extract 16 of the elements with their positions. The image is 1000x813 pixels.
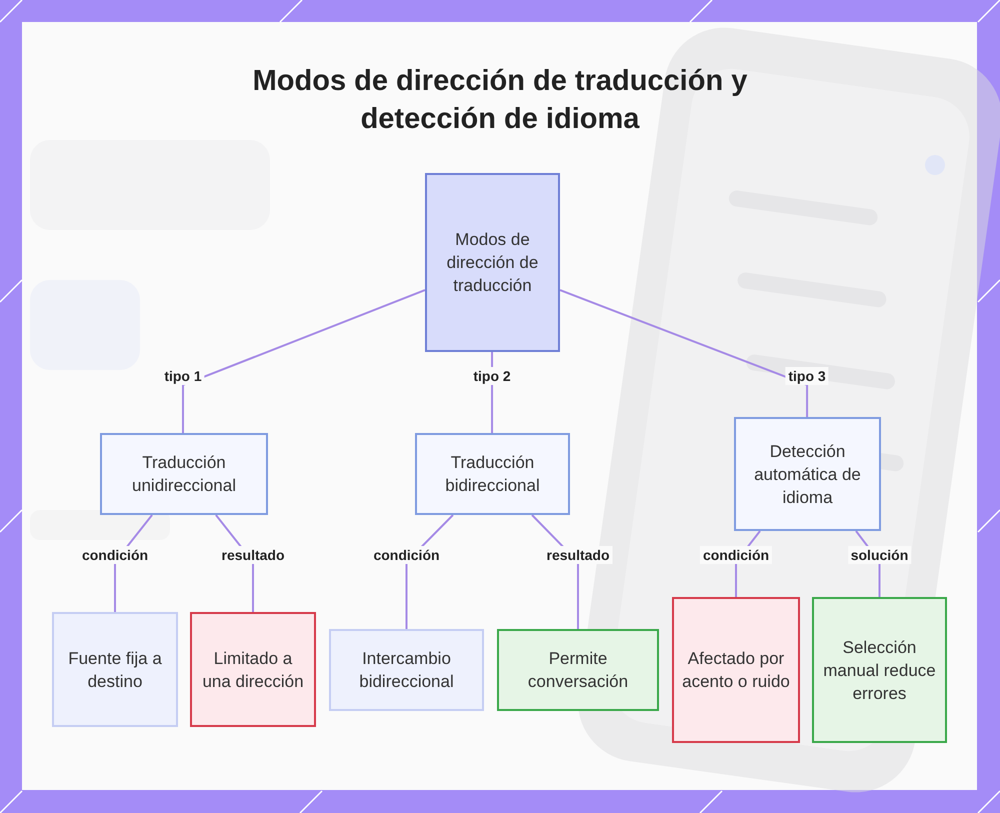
benefit-box: Selección manual reduce errores — [812, 597, 947, 743]
category-box: Traducción unidireccional — [100, 433, 268, 515]
connector-line — [182, 289, 426, 433]
category-box: Detección automática de idioma — [734, 417, 881, 531]
edge-label: condición — [700, 546, 772, 564]
topic-box: Modos de dirección de traducción — [425, 173, 560, 352]
outcome-box: Intercambio bidireccional — [329, 629, 484, 711]
limitation-box: Limitado a una dirección — [190, 612, 316, 727]
diagram-title: Modos de dirección de traducción y detección de idioma — [252, 64, 748, 137]
category-box: Traducción bidireccional — [415, 433, 570, 515]
edge-label: tipo 3 — [785, 367, 829, 385]
outcome-box: Fuente fija a destino — [52, 612, 178, 727]
limitation-box: Afectado por acento o ruido — [672, 597, 800, 743]
edge-label: solución — [848, 546, 912, 564]
benefit-box: Permite conversación — [497, 629, 659, 711]
connector-line — [560, 289, 808, 417]
